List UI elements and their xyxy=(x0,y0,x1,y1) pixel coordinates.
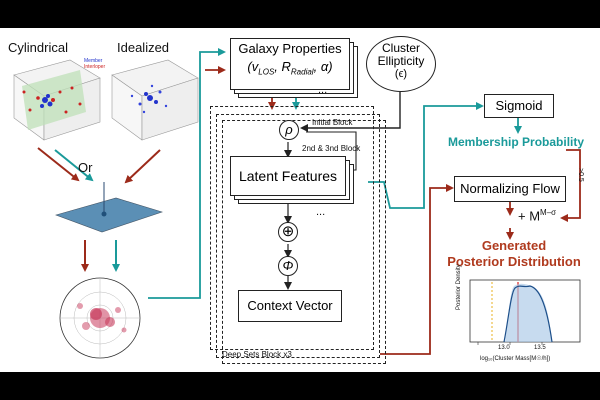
legend-interloper-label: Interloper xyxy=(84,64,106,70)
posterior-tick-13: 13.0 xyxy=(498,345,510,351)
membership-probability-label: Membership Probability xyxy=(448,135,585,149)
posterior-plot xyxy=(469,279,581,345)
top-letterbox-bar xyxy=(0,0,600,28)
phi-node: Φ xyxy=(278,256,298,276)
legend-member-label: Member xyxy=(84,58,103,64)
cluster-ellipticity-node: Cluster Ellipticity (ϵ) xyxy=(366,36,436,92)
polar-plot xyxy=(59,277,141,359)
properties-ellipsis: ... xyxy=(318,84,328,96)
idealized-3d-plot xyxy=(111,59,199,141)
initial-block-label: Initial Block xyxy=(312,118,353,127)
generated-posterior-title: Generated Posterior Distribution xyxy=(447,238,581,269)
ellipticity-symbol: (ϵ) xyxy=(394,68,408,80)
posterior-tick-135: 13.5 xyxy=(534,345,546,351)
cylindrical-label: Cylindrical xyxy=(8,40,68,55)
bottom-letterbox-bar xyxy=(0,372,600,400)
galaxy-properties-title: Galaxy Properties xyxy=(238,41,342,56)
aggregation-sum-node: ⊕ xyxy=(278,222,298,242)
rho-node: ρ xyxy=(279,120,299,140)
deep-sets-caption: Deep Sets Block x3 xyxy=(222,350,292,359)
galaxy-properties-vars: (vLOS, RRadial, α) xyxy=(247,59,333,77)
projected-plane-plot xyxy=(55,182,163,233)
posterior-ylabel: Posterior Density xyxy=(456,264,462,310)
deep-sets-block-back xyxy=(222,120,386,364)
or-label: Or xyxy=(78,160,93,175)
latent-features-box: Latent Features xyxy=(230,156,346,196)
m-sigma-prior-label: + MM–σ xyxy=(518,208,557,224)
cylindrical-3d-plot xyxy=(13,59,101,141)
context-vector-box: Context Vector xyxy=(238,290,342,322)
deep-sets-block-front xyxy=(210,106,374,350)
deep-sets-block-mid xyxy=(216,114,380,358)
threshold-label: >0.5 xyxy=(577,168,584,182)
galaxy-properties-box: Galaxy Properties (vLOS, RRadial, α) xyxy=(230,38,350,90)
ellipticity-line1: Cluster xyxy=(381,41,420,55)
posterior-xlabel: log₁₀(Cluster Mass[M☉/h]) xyxy=(480,356,551,362)
idealized-label: Idealized xyxy=(117,40,170,55)
latent-ellipsis: ... xyxy=(316,206,326,218)
sigmoid-box: Sigmoid xyxy=(484,94,554,118)
second-block-label: 2nd & 3nd Block xyxy=(302,144,361,153)
ellipticity-line2: Ellipticity xyxy=(377,54,425,68)
normalizing-flow-box: Normalizing Flow xyxy=(454,176,566,202)
